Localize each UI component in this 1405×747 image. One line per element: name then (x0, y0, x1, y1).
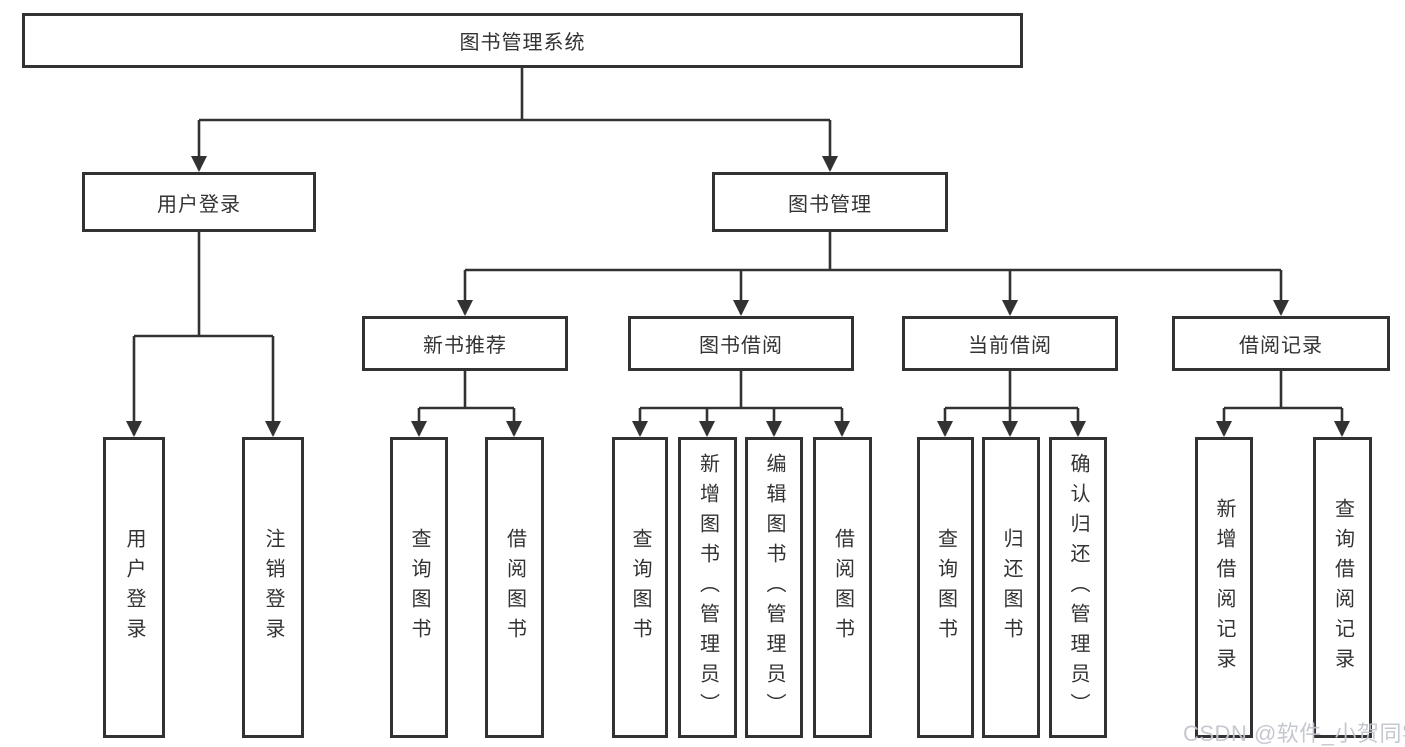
leaf-label: 确认归还（管理员） (1067, 452, 1089, 723)
node-book-borrow: 图书借阅 (628, 316, 854, 371)
leaf-label: 查询图书 (629, 527, 651, 648)
leaf-user-login: 用户登录 (103, 437, 165, 738)
connector-user-login-to-leaves (126, 232, 281, 437)
node-current-borrow: 当前借阅 (902, 316, 1118, 371)
leaf-label: 查询图书 (934, 527, 957, 648)
node-new-book-recommend: 新书推荐 (362, 316, 568, 371)
node-library-management-system: 图书管理系统 (22, 13, 1023, 68)
leaf-query-books-recommend: 查询图书 (390, 437, 448, 738)
node-label: 新书推荐 (423, 335, 507, 357)
leaf-label: 查询借阅记录 (1331, 497, 1354, 678)
leaf-add-borrow-record: 新增借阅记录 (1195, 437, 1253, 738)
leaf-confirm-return-admin: 确认归还（管理员） (1049, 437, 1107, 738)
node-label: 当前借阅 (968, 335, 1052, 357)
leaf-label: 用户登录 (123, 527, 145, 648)
csdn-watermark: CSDN @软件_小贺同学 (1183, 721, 1405, 746)
leaf-query-books-borrow: 查询图书 (612, 437, 668, 738)
connector-new-book-recommend-to-leaves (411, 371, 522, 437)
node-label: 图书管理 (788, 193, 872, 216)
leaf-query-books-current: 查询图书 (917, 437, 974, 738)
leaf-label: 注销登录 (262, 527, 284, 648)
node-label: 图书借阅 (699, 335, 783, 357)
leaf-label: 编辑图书（管理员） (763, 452, 785, 723)
node-label: 用户登录 (157, 193, 241, 216)
connector-borrow-records-to-leaves (1216, 371, 1350, 437)
leaf-return-books: 归还图书 (982, 437, 1040, 738)
leaf-label: 借阅图书 (503, 527, 526, 648)
node-user-login: 用户登录 (82, 172, 316, 232)
node-label: 图书管理系统 (459, 32, 586, 54)
node-label: 借阅记录 (1239, 335, 1323, 357)
connector-root-to-level2 (191, 68, 838, 172)
leaf-borrow-books: 借阅图书 (813, 437, 872, 738)
node-borrow-records: 借阅记录 (1172, 316, 1390, 371)
leaf-add-books-admin: 新增图书（管理员） (678, 437, 737, 738)
leaf-label: 归还图书 (1000, 527, 1022, 648)
leaf-label: 新增借阅记录 (1213, 497, 1235, 678)
leaf-query-borrow-record: 查询借阅记录 (1313, 437, 1372, 738)
leaf-label: 借阅图书 (831, 527, 854, 648)
connector-book-borrow-to-leaves (632, 371, 850, 437)
leaf-borrow-books-recommend: 借阅图书 (485, 437, 544, 738)
leaf-label: 查询图书 (408, 527, 430, 648)
connector-current-borrow-to-leaves (937, 371, 1086, 437)
leaf-label: 新增图书（管理员） (696, 452, 719, 723)
leaf-logout-login: 注销登录 (242, 437, 304, 738)
leaf-edit-books-admin: 编辑图书（管理员） (745, 437, 803, 738)
node-book-management: 图书管理 (712, 172, 948, 232)
connector-book-management-to-level3 (457, 232, 1289, 316)
